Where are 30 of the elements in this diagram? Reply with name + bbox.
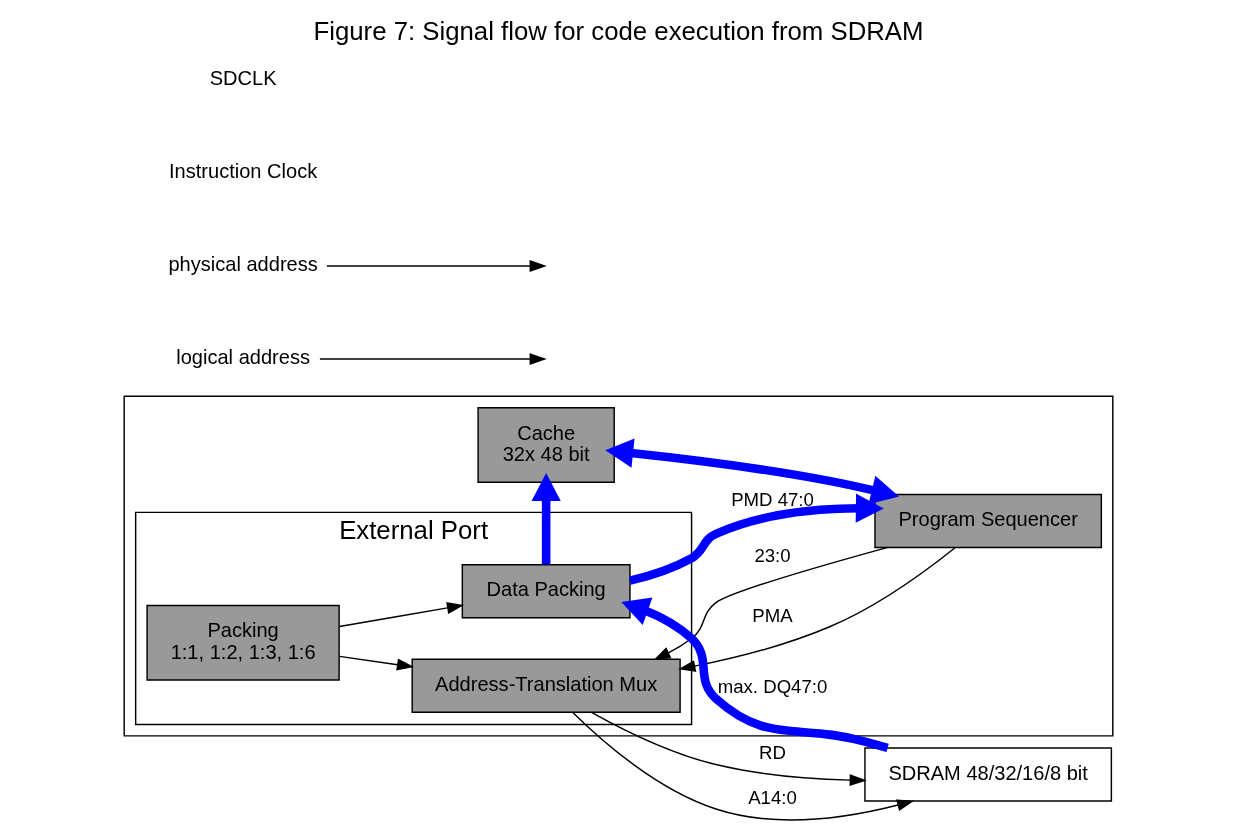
node-box: Packing 1:1, 1:2, 1:3, 1:6 [145, 604, 340, 681]
label: Instruction Clock [168, 160, 317, 183]
edge-label: PMD 47:0 [730, 488, 814, 510]
node-box: Data Packing [461, 563, 631, 619]
arrow [338, 602, 464, 628]
node-box: Address-Translation Mux [410, 658, 681, 713]
node-box: Cache 32x 48 bit [476, 407, 615, 483]
node-text: physical address [167, 253, 318, 276]
edge-label: max. DQ47:0 [717, 676, 827, 698]
arrow [652, 546, 888, 661]
arrow [590, 711, 867, 787]
arrow [604, 438, 899, 505]
edge-label: PMA [751, 604, 793, 626]
arrow [628, 493, 884, 585]
edge-label: A14:0 [747, 786, 797, 808]
edge-label: 23:0 [753, 544, 791, 566]
arrow [571, 712, 914, 821]
arrow [325, 259, 547, 272]
node-box: Program Sequencer [873, 493, 1102, 549]
label: SDCLK [209, 66, 277, 89]
arrow [318, 353, 547, 366]
arrow [620, 597, 889, 753]
arrow [338, 655, 414, 671]
node-text: logical address [175, 346, 310, 369]
arrow [677, 547, 956, 672]
cluster [122, 395, 1114, 737]
diagram-title: Figure 7: Signal flow for code execution from SDRAM [312, 17, 924, 46]
arrow [531, 473, 561, 565]
node-box: SDRAM 48/32/16/8 bit [863, 747, 1112, 802]
edge-label: RD [758, 742, 786, 764]
